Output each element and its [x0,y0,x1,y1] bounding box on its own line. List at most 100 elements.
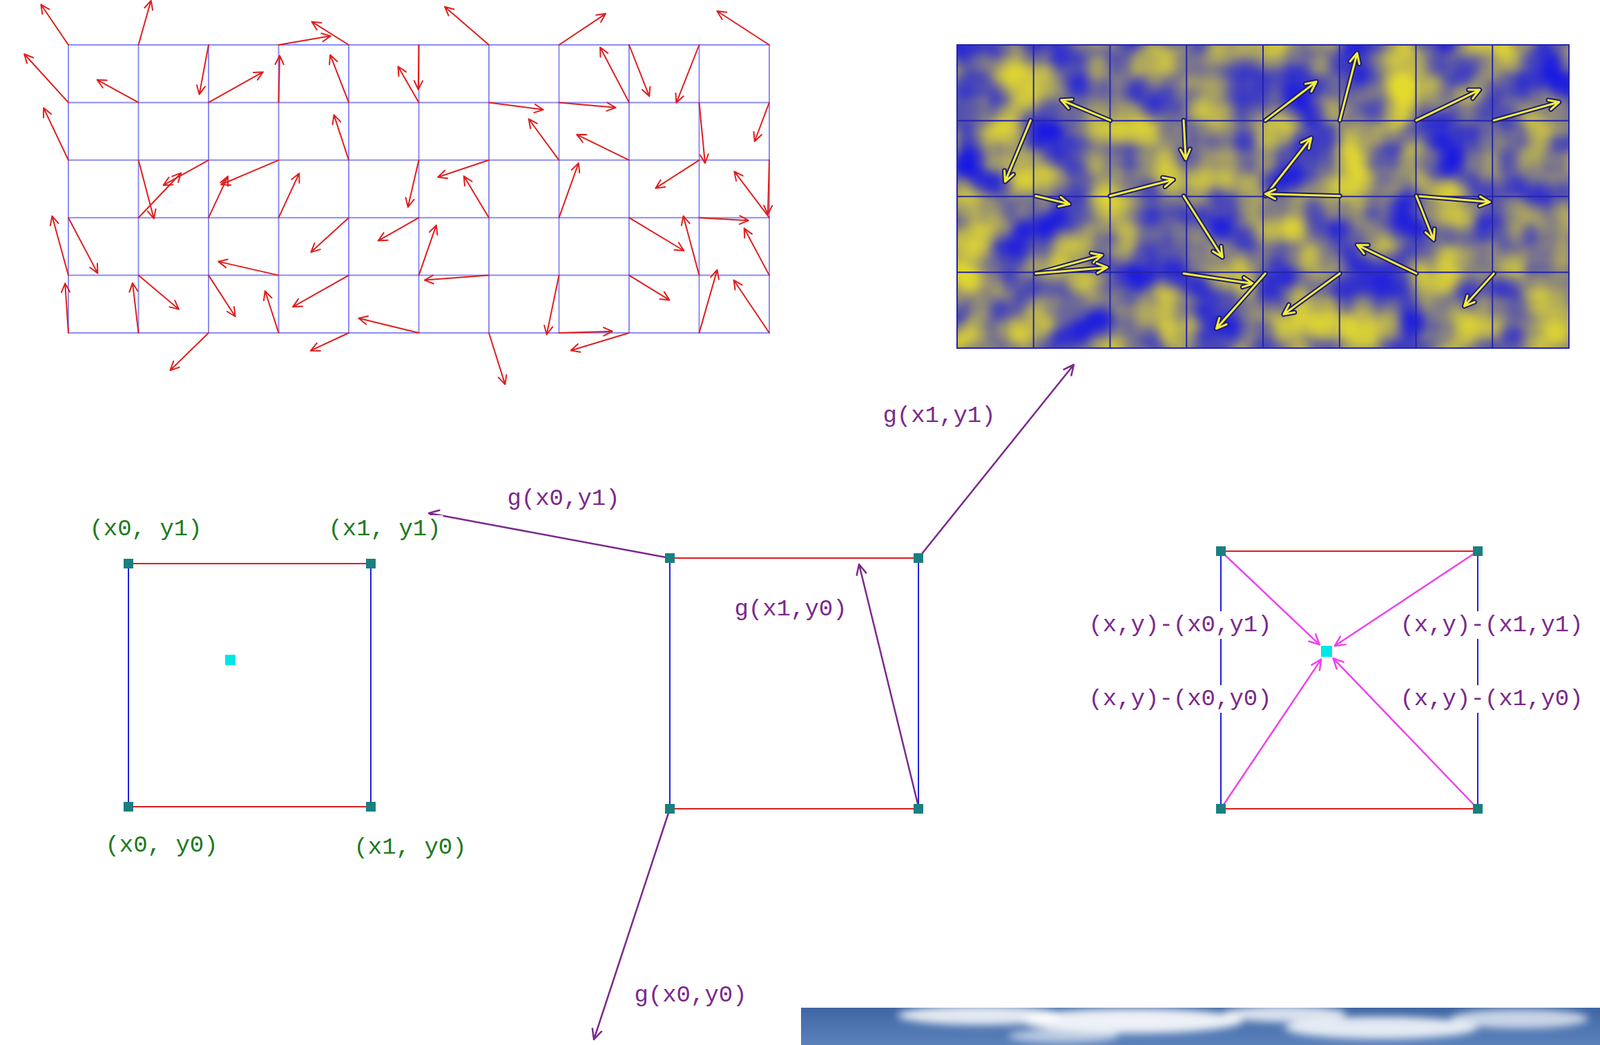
gradient-arrow [40,4,69,45]
corner-point [123,801,134,812]
gradient-arrow [24,53,69,103]
corner-point [913,803,924,814]
gradient-arrow [278,173,300,218]
corner-label: (x0, y1) [87,515,204,543]
gradient-arrow [1035,196,1070,207]
gradient-arrow-outline [1356,245,1417,274]
gradient-arrow [444,6,489,45]
gradient-label: g(x1,y1) [880,401,998,430]
gradient-arrow [699,215,749,224]
gradient-arrow [655,160,699,189]
gradient-vector [428,510,670,558]
cell-edge [128,805,371,808]
gradient-arrow [50,216,69,276]
corner-label: (x0, y0) [102,831,220,860]
gradient-arrow-outline [1416,196,1490,207]
cell-edge [1220,551,1222,809]
gradient-arrow-outline [1265,81,1317,121]
corner-point [1472,803,1483,814]
gradient-arrow [310,217,349,253]
distance-cell [1216,546,1483,814]
corner-point [123,558,134,569]
gradient-label: g(x0,y0) [631,981,749,1009]
unit-cell [123,558,376,812]
distance-label: (x,y)-(x0,y1) [1086,611,1274,639]
distance-label: (x,y)-(x1,y1) [1397,611,1585,639]
gradient-arrow [414,44,423,90]
grid-line [207,44,210,333]
gradient-arrow-outline [1035,196,1070,207]
gradient-arrow [1265,137,1311,196]
noise-grid [957,44,1569,349]
gradient-arrow [263,290,279,333]
grid-line [558,44,561,333]
gradient-arrow [1339,53,1359,121]
gradient-arrow [1416,196,1490,207]
grid-line [138,44,140,333]
gradient-arrow [138,0,154,45]
gradient-arrow [675,44,699,103]
corner-point [1472,546,1483,556]
grid-line [957,44,1569,46]
gradient-arrow [744,228,770,276]
clouds [897,1007,1589,1043]
grid-line [698,44,701,333]
gradient-arrow [68,217,98,273]
gradient-arrow [734,280,770,333]
gradient-arrow [1180,120,1190,159]
gradient-arrow [162,160,209,186]
gradient-arrow [559,162,581,218]
gradient-arrow [397,66,419,103]
gradient-arrow [571,332,630,353]
gradient-arrow [208,275,236,317]
gradient-arrow-outline [1283,273,1340,315]
gradient-arrow [1183,196,1223,258]
gradient-arrow [138,160,157,219]
gradient-arrow [129,283,139,333]
gradient-arrow-outline [1493,100,1560,121]
gradient-arrow-outline [1183,196,1223,258]
gradient-arrow-outline [1416,89,1480,121]
grid-line [488,44,490,333]
sky-photo [801,1005,1600,1045]
cell-edge [669,557,671,809]
gradient-arrow-outline [1110,177,1174,197]
gradient-arrow [332,114,349,160]
gradient-arrow [406,160,420,208]
corner-point [664,803,675,814]
gradient-arrow [763,160,773,215]
gradient-arrow-outline [1463,273,1494,306]
gradient-label: g(x0,y1) [504,484,622,513]
gradient-arrow [329,54,349,103]
gradient-arrow [437,160,489,179]
gradient-arrow [419,225,438,276]
gradient-arrow-outline [1265,189,1340,199]
gradient-arrow-outline [1035,263,1107,274]
gradient-arrow [559,13,607,45]
gradient-arrow [61,283,70,333]
corner-point [913,553,924,563]
cell-edge [127,563,130,807]
gradient-arrow-outline [1183,273,1253,288]
gradient-arrow [1183,273,1253,288]
cell-edge [1220,550,1478,552]
corner-point [365,558,376,569]
gradient-arrow [464,176,489,218]
gradient-arrow [600,47,630,103]
gradient-arrow [292,275,349,308]
gradient-arrow [138,172,182,218]
gradient-arrow [1035,263,1107,274]
cell-edge [128,562,371,565]
gradient-arrow [1416,89,1480,121]
gradient-arrow [734,171,770,218]
sample-point [225,654,236,665]
distance-vector [1333,658,1478,809]
cell-edge [1220,807,1478,810]
gradient-arrow-outline [1416,196,1435,241]
gradient-arrow [1283,273,1340,315]
corner-point [664,553,675,563]
gradient-arrow-outline [1265,137,1311,196]
gradient-arrow-outline [1004,120,1031,182]
gradient-arrow [169,332,209,371]
